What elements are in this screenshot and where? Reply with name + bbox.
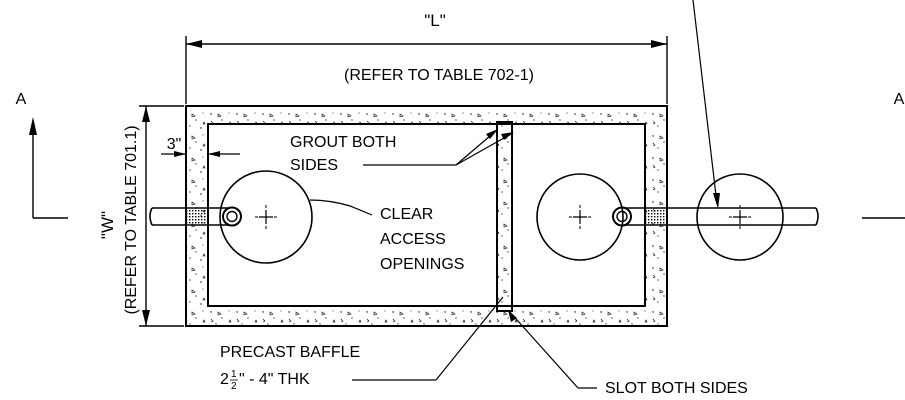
access-opening-right bbox=[536, 173, 624, 261]
baffle-thickness-frac-den: 2 bbox=[231, 381, 237, 392]
inlet-pipe-end bbox=[222, 206, 242, 227]
inlet-grout bbox=[186, 208, 208, 225]
precast-baffle bbox=[496, 121, 513, 312]
baffle-thickness-rest: " - 4" THK bbox=[239, 371, 310, 388]
grout-note: GROUT BOTH SIDES bbox=[290, 129, 514, 174]
wall-thickness-label: 3" bbox=[167, 136, 182, 153]
width-reference: (REFER TO TABLE 701.1) bbox=[123, 125, 140, 314]
baffle-thickness-frac-num: 1 bbox=[231, 369, 237, 380]
section-left-label: A bbox=[16, 91, 27, 108]
length-dimension: "L" (REFER TO TABLE 702-1) bbox=[185, 11, 668, 104]
clear-label-line2: ACCESS bbox=[380, 231, 446, 248]
slot-label: SLOT BOTH SIDES bbox=[605, 380, 748, 397]
length-symbol: "L" bbox=[424, 11, 446, 30]
length-reference: (REFER TO TABLE 702-1) bbox=[344, 67, 534, 84]
inlet-pipe bbox=[149, 206, 242, 227]
cleanout-circle bbox=[696, 173, 784, 261]
grout-label-line1: GROUT BOTH bbox=[290, 134, 396, 151]
access-opening-left bbox=[219, 170, 313, 264]
slot-note: SLOT BOTH SIDES bbox=[508, 310, 748, 397]
section-marker-left: A bbox=[16, 91, 68, 219]
section-marker-right: A bbox=[862, 91, 905, 219]
cleanout-leader bbox=[692, 0, 720, 209]
grout-label-line2: SIDES bbox=[290, 157, 338, 174]
clear-label-line3: OPENINGS bbox=[380, 256, 464, 273]
baffle-note: PRECAST BAFFLE 2 1 2 " - 4" THK bbox=[220, 296, 504, 392]
baffle-label-line1: PRECAST BAFFLE bbox=[220, 344, 360, 361]
wall-thickness-dimension: 3" bbox=[161, 136, 240, 157]
outlet-grout bbox=[645, 208, 667, 225]
baffle-thickness-whole: 2 bbox=[220, 371, 229, 388]
width-symbol: "W" bbox=[98, 211, 117, 239]
clear-access-note: CLEAR ACCESS OPENINGS bbox=[309, 199, 464, 273]
section-right-label: A bbox=[894, 91, 905, 108]
clear-label-line1: CLEAR bbox=[380, 206, 433, 223]
width-dimension: "W" (REFER TO TABLE 701.1) bbox=[98, 105, 184, 327]
